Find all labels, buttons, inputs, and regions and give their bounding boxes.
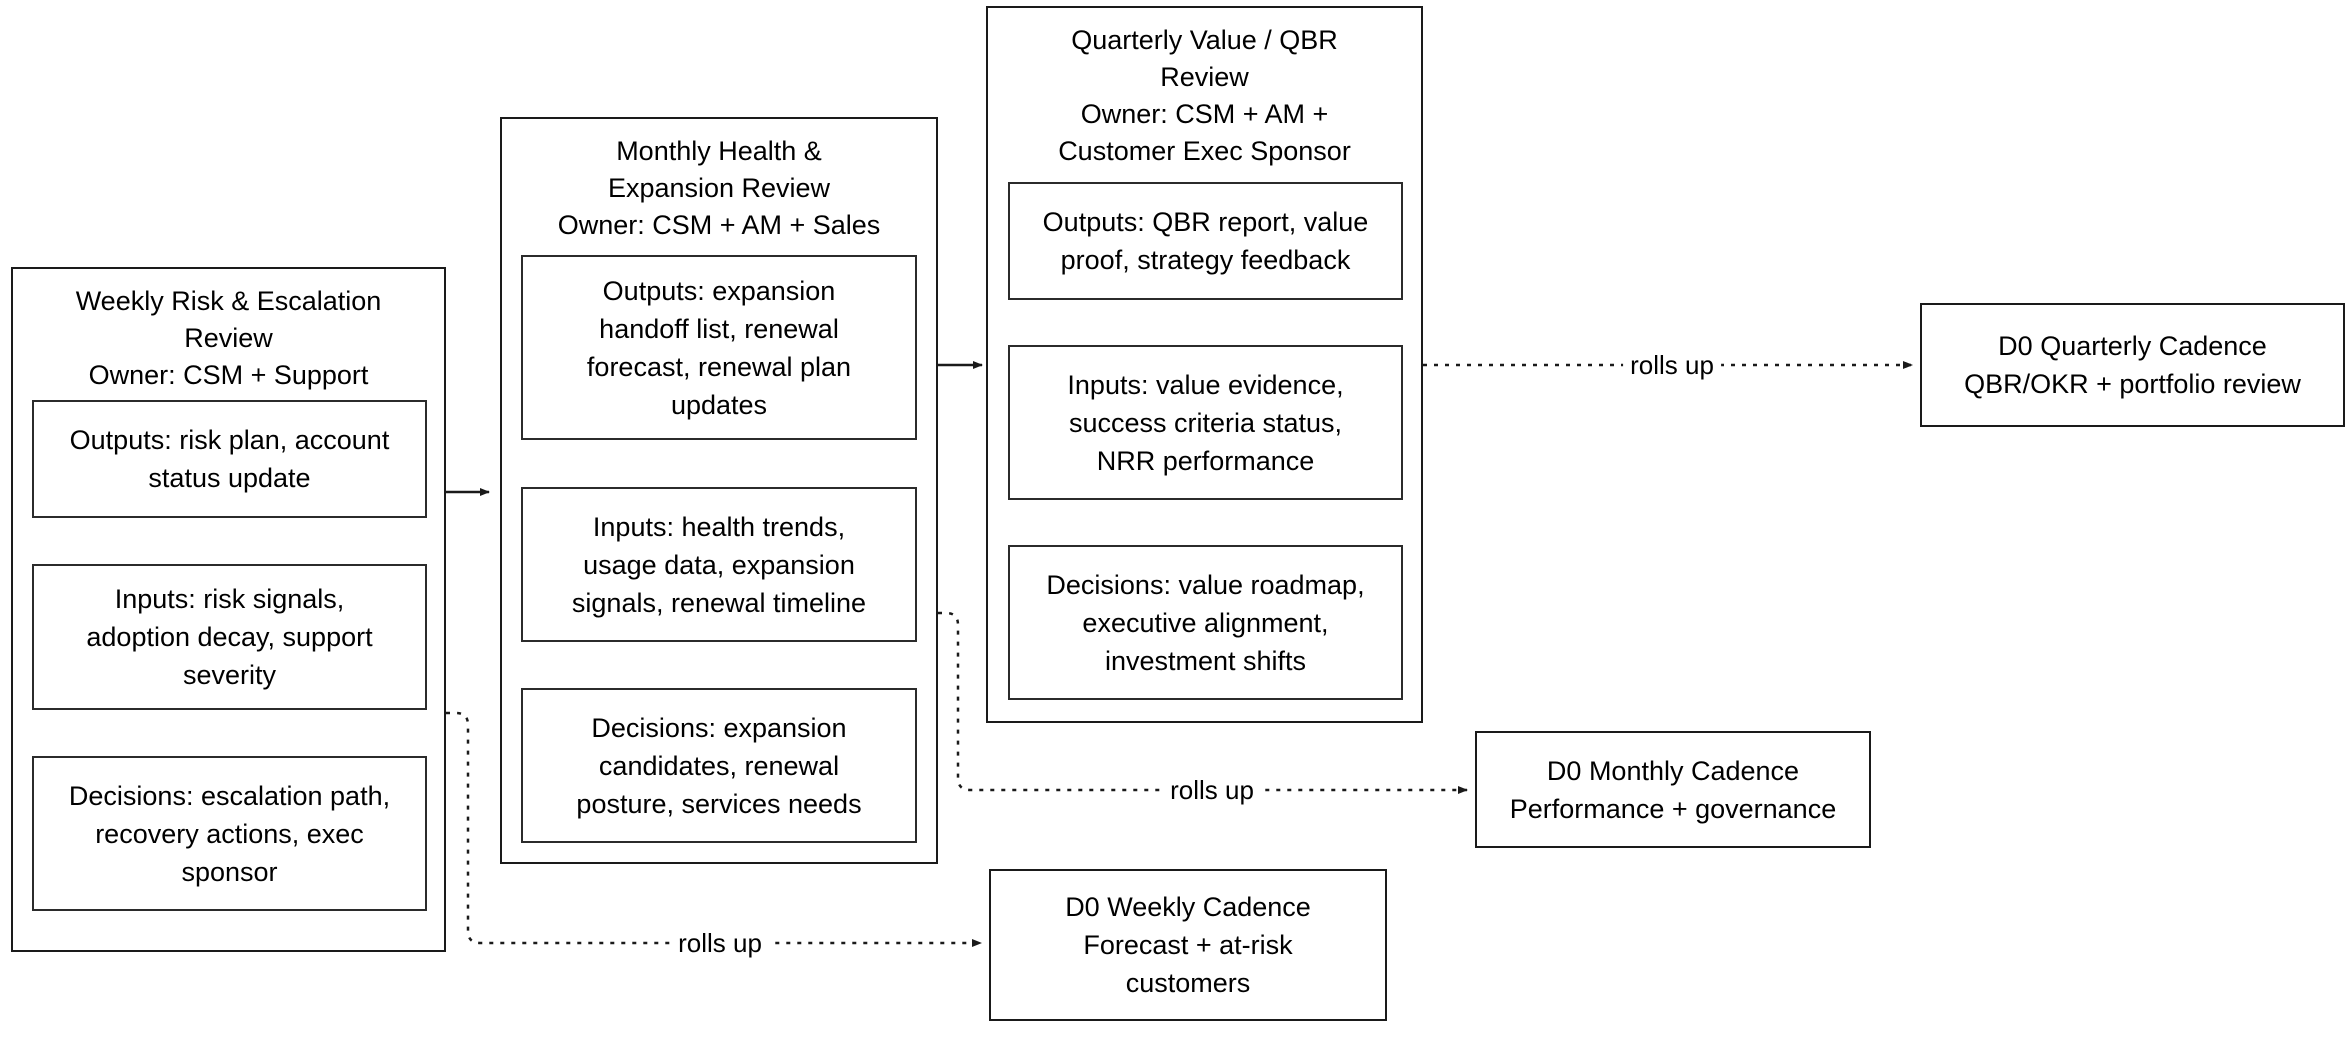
stage-quarterly-title: Quarterly Value / QBR Review Owner: CSM …: [1058, 25, 1351, 166]
stage-monthly-title: Monthly Health & Expansion Review Owner:…: [557, 136, 881, 240]
card-monthly-decisions[interactable]: Decisions: expansion candidates, renewal…: [521, 688, 917, 843]
edge-monthly-rollup: [938, 611, 1468, 794]
edge-weekly-rollup: [446, 711, 982, 947]
card-monthly-inputs[interactable]: Inputs: health trends, usage data, expan…: [521, 487, 917, 642]
card-quarterly-outputs[interactable]: Outputs: QBR report, value proof, strate…: [1008, 182, 1403, 300]
card-weekly-decisions[interactable]: Decisions: escalation path, recovery act…: [32, 756, 427, 911]
edge-label-monthly-rollup: rolls up: [1163, 775, 1261, 805]
edge-label-weekly-rollup: rolls up: [671, 928, 769, 958]
card-weekly-outputs[interactable]: Outputs: risk plan, account status updat…: [32, 400, 427, 518]
card-weekly-inputs[interactable]: Inputs: risk signals, adoption decay, su…: [32, 564, 427, 710]
cadence-weekly[interactable]: D0 Weekly Cadence Forecast + at-risk cus…: [989, 869, 1387, 1021]
stage-weekly-title: Weekly Risk & Escalation Review Owner: C…: [75, 286, 382, 390]
cadence-monthly[interactable]: D0 Monthly Cadence Performance + governa…: [1475, 731, 1871, 848]
card-monthly-outputs[interactable]: Outputs: expansion handoff list, renewal…: [521, 255, 917, 440]
card-quarterly-decisions[interactable]: Decisions: value roadmap, executive alig…: [1008, 545, 1403, 700]
edge-label-quarterly-rollup: rolls up: [1623, 350, 1721, 380]
card-quarterly-inputs[interactable]: Inputs: value evidence, success criteria…: [1008, 345, 1403, 500]
cadence-quarterly[interactable]: D0 Quarterly Cadence QBR/OKR + portfolio…: [1920, 303, 2345, 427]
